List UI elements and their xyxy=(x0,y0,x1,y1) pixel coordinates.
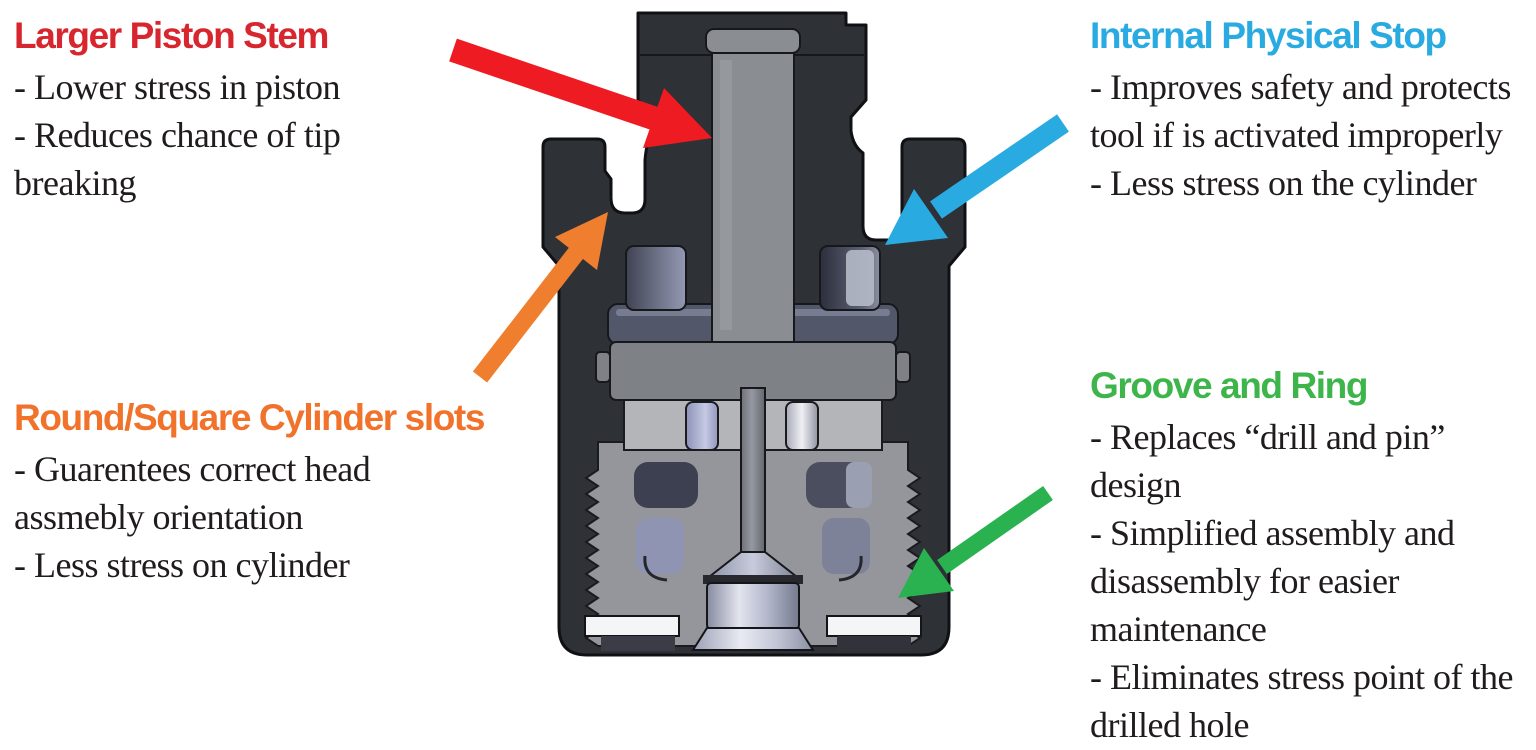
arrow-head xyxy=(898,548,954,598)
callout-larger-piston-stem: Larger Piston Stem - Lower stress in pis… xyxy=(14,14,444,207)
arrow-shaft xyxy=(472,242,588,383)
channel-right xyxy=(838,555,863,582)
ring-foot-left xyxy=(601,636,675,651)
callout-heading-groove-and-ring: Groove and Ring xyxy=(1090,365,1368,406)
callout-bullet: - Guarentees correct head assmebly orien… xyxy=(14,449,371,537)
arrow-head xyxy=(555,212,608,270)
arrow-round-square-cylinder-slots xyxy=(472,212,608,383)
seal-ring-left xyxy=(584,615,680,637)
piston-plate-tab-right xyxy=(895,351,911,383)
pocket-dark-left xyxy=(634,462,698,508)
piston-stem-top xyxy=(705,28,801,54)
groove-ring-seal xyxy=(703,575,803,584)
callout-round-square-cylinder-slots: Round/Square Cylinder slots - Guarentees… xyxy=(14,396,485,589)
poppet-cylinder xyxy=(706,582,800,630)
pocket-dark-right-glint xyxy=(846,462,872,508)
bushing-right-window xyxy=(846,250,874,306)
callout-bullet: - Eliminates stress point of the drilled… xyxy=(1090,657,1513,745)
callout-bullet: - Simplified assembly and disassembly fo… xyxy=(1090,513,1455,649)
guide-pin-right xyxy=(785,401,819,451)
arrow-larger-piston-stem xyxy=(449,38,712,148)
seal-ring-right xyxy=(826,615,922,637)
callout-groove-and-ring: Groove and Ring - Replaces “drill and pi… xyxy=(1090,364,1536,749)
channel-left xyxy=(643,555,668,582)
callout-bullet: - Improves safety and protects tool if i… xyxy=(1090,67,1511,155)
guide-pin-left xyxy=(685,401,719,451)
valve-rod xyxy=(740,387,766,559)
pocket-lavender-right xyxy=(822,518,870,574)
callout-bullet: - Less stress on cylinder xyxy=(14,545,350,585)
arrow-head xyxy=(643,88,712,148)
ring-foot-right xyxy=(837,636,911,651)
arrow-groove-and-ring xyxy=(898,486,1053,598)
callout-heading-internal-physical-stop: Internal Physical Stop xyxy=(1090,15,1447,56)
pocket-lavender-left xyxy=(636,518,684,574)
arrow-shaft xyxy=(930,114,1069,219)
poppet-flange xyxy=(691,627,815,651)
callout-heading-larger-piston-stem: Larger Piston Stem xyxy=(14,15,329,56)
callout-bullet: - Lower stress in piston xyxy=(14,67,340,107)
callout-internal-physical-stop: Internal Physical Stop - Improves safety… xyxy=(1090,14,1536,207)
piston-stem-highlight xyxy=(720,60,732,330)
callout-bullet: - Replaces “drill and pin” design xyxy=(1090,417,1445,505)
arrow-head xyxy=(885,189,948,245)
arrow-shaft xyxy=(449,38,663,132)
bushing-left xyxy=(625,245,687,311)
arrow-internal-physical-stop xyxy=(885,114,1069,245)
callout-bullet: - Reduces chance of tip breaking xyxy=(14,115,341,203)
arrow-shaft xyxy=(937,486,1053,574)
inner-assembly xyxy=(584,28,922,651)
callout-heading-round-square-cylinder-slots: Round/Square Cylinder slots xyxy=(14,397,485,438)
piston-plate-tab-left xyxy=(595,351,611,383)
callout-bullet: - Less stress on the cylinder xyxy=(1090,163,1477,203)
